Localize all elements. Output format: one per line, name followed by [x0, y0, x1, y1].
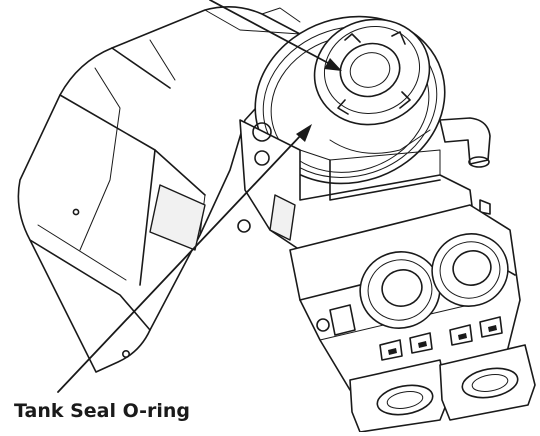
leader-lines [57, 0, 342, 393]
elbow-fitting [439, 117, 491, 168]
top-leader-line [209, 0, 331, 65]
top-leader-arrowhead [324, 58, 342, 71]
tank-seal-o-ring-label: Tank Seal O-ring [14, 400, 191, 422]
bypass-port-block [289, 204, 521, 401]
tank-seal-leader-arrowhead [296, 124, 312, 142]
latch-clips [379, 316, 503, 361]
outlet-ports [349, 344, 536, 433]
tank-seal-leader-line [57, 133, 303, 393]
motor-housing-cover [17, 6, 301, 373]
tank-adapter-dome [254, 15, 446, 185]
